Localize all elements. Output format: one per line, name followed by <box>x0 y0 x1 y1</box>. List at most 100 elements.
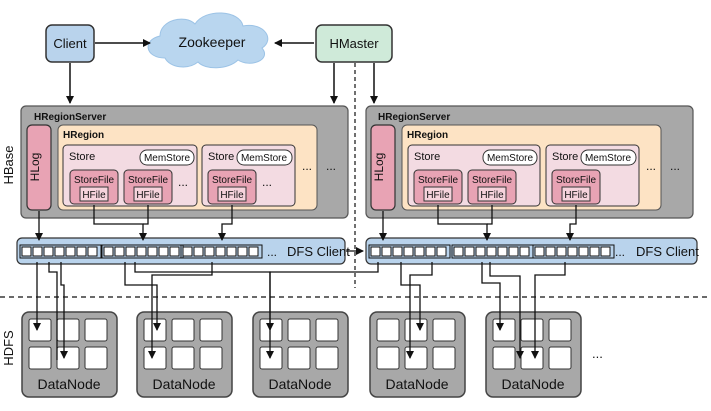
dfs-block <box>545 246 556 257</box>
hdfs-label: HDFS <box>1 330 16 366</box>
ellipsis: ... <box>326 159 336 173</box>
dfs-block <box>436 246 447 257</box>
dfs-block <box>370 246 381 257</box>
data-block <box>171 318 195 342</box>
data-block <box>492 318 516 342</box>
data-block <box>287 346 311 370</box>
dfs-client-label: DFS Client <box>287 244 350 259</box>
dfs-block <box>226 246 237 257</box>
data-block <box>548 318 572 342</box>
dfs-block-group <box>180 244 263 259</box>
hfile-label: HFile <box>82 190 106 201</box>
dfs-block-group <box>19 244 102 259</box>
memstore <box>482 149 538 166</box>
dfs-block <box>32 246 43 257</box>
datanode: DataNode <box>369 311 466 398</box>
dfs-block <box>147 246 158 257</box>
store-to-dfs-connectors <box>35 205 577 241</box>
dfs-block <box>158 246 169 257</box>
data-block <box>84 346 108 370</box>
dfs-block <box>103 246 114 257</box>
data-block <box>259 346 283 370</box>
hfile <box>133 186 163 202</box>
memstore-label: MemStore <box>241 153 288 164</box>
datanode-label: DataNode <box>501 376 564 392</box>
ellipsis: ... <box>178 175 188 189</box>
dfs-to-datanode-connectors <box>33 262 566 360</box>
hregion-label: HRegion <box>407 130 448 141</box>
data-block <box>171 346 195 370</box>
data-block <box>199 346 223 370</box>
hlog-label: HLog <box>28 153 42 182</box>
hbase-label: HBase <box>1 145 16 184</box>
memstore-label: MemStore <box>144 153 191 164</box>
memstore <box>580 149 637 166</box>
hfile-label: HFile <box>426 190 450 201</box>
dfs-block <box>600 246 611 257</box>
dfs-block <box>182 246 193 257</box>
ellipsis: ... <box>670 159 680 173</box>
memstore <box>139 149 195 166</box>
dfs-block <box>193 246 204 257</box>
ellipsis: ... <box>302 159 312 173</box>
ellipsis: ... <box>267 245 277 259</box>
dfs-block <box>519 246 530 257</box>
dfs-block <box>534 246 545 257</box>
data-block <box>259 318 283 342</box>
datanode-label: DataNode <box>152 376 215 392</box>
hregionserver-label: HRegionServer <box>34 112 106 123</box>
memstore <box>236 149 293 166</box>
memstore-label: MemStore <box>487 153 534 164</box>
data-block <box>315 346 339 370</box>
dfs-block <box>475 246 486 257</box>
hfile-label: HFile <box>220 190 244 201</box>
hfile <box>477 186 507 202</box>
dfs-block <box>497 246 508 257</box>
dfs-block <box>453 246 464 257</box>
dfs-block <box>114 246 125 257</box>
data-block <box>376 318 400 342</box>
dfs-block <box>556 246 567 257</box>
dfs-block <box>169 246 180 257</box>
datanode: DataNode <box>21 311 118 398</box>
hfile-label: HFile <box>136 190 160 201</box>
dfs-block <box>486 246 497 257</box>
data-block <box>28 318 52 342</box>
store-label: Store <box>69 151 95 163</box>
dfs-block <box>403 246 414 257</box>
hregionserver-1: HRegionServer HLog HRegion Store MemStor… <box>20 105 349 219</box>
hfile-label: HFile <box>564 190 588 201</box>
hlog <box>370 124 396 211</box>
datanode: DataNode <box>252 311 349 398</box>
dfs-block-group <box>368 244 451 259</box>
dfs-client-label: DFS Client <box>636 244 699 259</box>
data-block <box>404 346 428 370</box>
storefile-label: StoreFile <box>212 175 252 186</box>
hmaster-node <box>315 24 393 63</box>
store-label: Store <box>414 151 440 163</box>
zookeeper-label: Zookeeper <box>179 34 246 50</box>
hlog-label: HLog <box>372 153 386 182</box>
datanode: DataNode <box>136 311 233 398</box>
zookeeper-cloud: Zookeeper <box>147 12 269 69</box>
dfs-block <box>76 246 87 257</box>
ellipsis: ... <box>615 245 625 259</box>
dfs-block <box>21 246 32 257</box>
data-block <box>520 346 544 370</box>
storefile-label: StoreFile <box>556 175 596 186</box>
dfs-block <box>567 246 578 257</box>
client-label: Client <box>53 36 87 51</box>
dfs-block <box>43 246 54 257</box>
data-block <box>56 346 80 370</box>
data-block <box>56 318 80 342</box>
dfs-block <box>414 246 425 257</box>
dfs-block <box>237 246 248 257</box>
hregionserver-2: HRegionServer HLog HRegion Store MemStor… <box>365 105 694 219</box>
dfs-block <box>589 246 600 257</box>
dfs-block <box>381 246 392 257</box>
store-label: Store <box>208 151 234 163</box>
dfs-block <box>54 246 65 257</box>
data-block <box>199 318 223 342</box>
data-block <box>143 318 167 342</box>
